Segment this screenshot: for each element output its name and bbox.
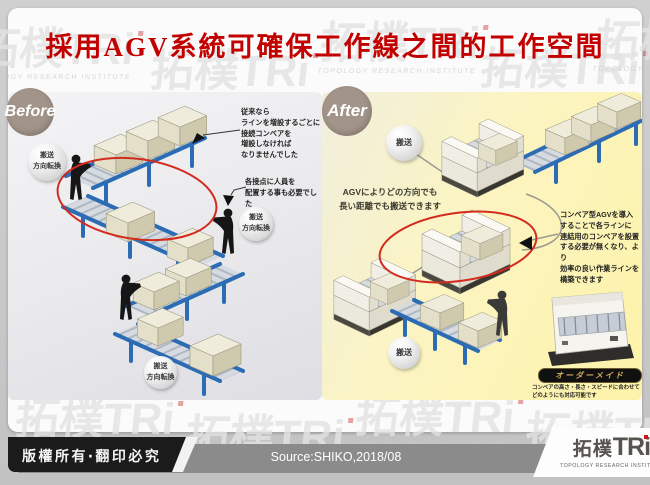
footer-logo-plate: 拓樸TRi TOPOLOGY RESEARCH INSTITUTE	[533, 428, 650, 477]
callout-agv-benefit: コンベア型AGVを導入 することで各ラインに 連結用のコンベアを設置 する必要が…	[560, 210, 640, 284]
callout-staffing: 各接点に人員を 配置する事も必要でした	[245, 177, 317, 208]
footer-copyright-bar	[8, 437, 186, 472]
callout-arrow-icon	[192, 129, 247, 206]
highlight-ellipse	[378, 210, 538, 284]
worker-icon	[213, 208, 234, 254]
phase-label: Before	[4, 103, 56, 120]
after-panel: After 搬送 搬送 AGVによりどの方向でも 長い距離でも搬送できます コン…	[322, 86, 642, 400]
callout-agv-direction: AGVによりどの方向でも 長い距離でも搬送できます	[338, 187, 441, 211]
ordermade-agv-image	[548, 291, 634, 366]
transport-sphere: 搬送 方向転換	[144, 356, 177, 389]
phase-badge-after: After	[322, 86, 372, 136]
before-panel: Before 搬送 方向転換 搬送 方向転換 搬送 方向転換 従来なら ラインを…	[5, 88, 322, 400]
callout-arrow-icon	[519, 236, 532, 250]
transport-sphere: 搬送 方向転換	[28, 143, 66, 181]
transport-sphere: 搬送	[386, 125, 422, 161]
after-diagram	[322, 93, 642, 366]
phase-label: After	[327, 101, 367, 120]
footer-source: Source:SHIKO,2018/08	[270, 450, 402, 464]
conveyor-run-4	[113, 307, 245, 396]
ordermade-caption: コンベアの高さ・長さ・スピードに合わせて どのようにも対応可能です	[532, 385, 640, 400]
logo-subtitle: TOPOLOGY RESEARCH INSTITUTE	[560, 463, 650, 469]
transport-sphere: 搬送	[388, 337, 420, 369]
logo-en: TRi	[612, 433, 650, 461]
phase-badge-before: Before	[4, 88, 56, 136]
transport-sphere: 搬送 方向転換	[239, 207, 273, 241]
company-logo: 拓樸TRi TOPOLOGY RESEARCH INSTITUTE	[560, 433, 650, 469]
highlight-ellipse	[56, 156, 218, 242]
conveyor-run-1	[64, 105, 207, 206]
footer-copyright: 版權所有‧翻印必究	[22, 448, 162, 464]
agv-icon	[442, 119, 524, 197]
conveyor-run-after-bottom	[390, 294, 503, 365]
agv-icon	[422, 210, 510, 294]
ordermade-banner: オーダーメイド	[538, 368, 642, 383]
page-title: 採用AGV系統可確保工作線之間的工作空間	[45, 32, 605, 62]
conveyor-run-after	[512, 93, 642, 184]
callout-add-conveyor: 従来なら ラインを増設するごとに 接続コンベアを 増設しなければ なりませんでし…	[241, 107, 321, 160]
conveyor-run-2	[61, 194, 225, 280]
logo-cn: 拓樸	[572, 439, 613, 460]
box-icon	[133, 257, 212, 311]
